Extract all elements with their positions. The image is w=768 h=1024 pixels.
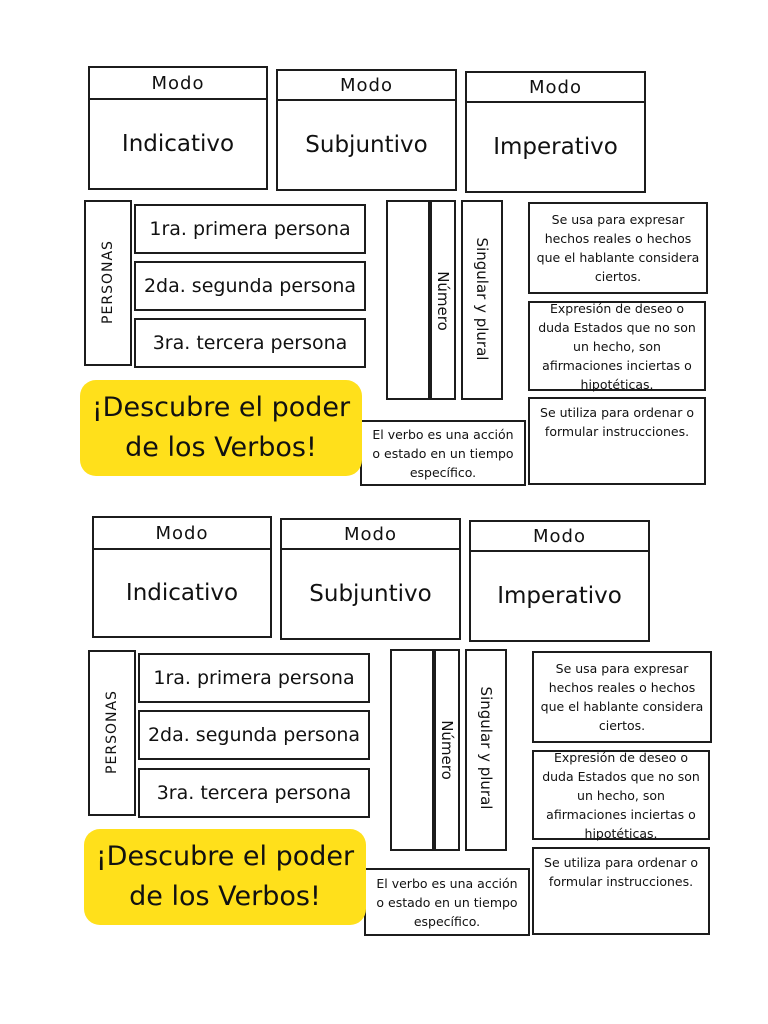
singular-plural-label: Singular y plural [477,686,495,810]
desc-imperativo: Se utiliza para ordenar o formular instr… [528,397,706,485]
persona-segunda: 2da. segunda persona [134,261,366,311]
numero-box: Número [434,649,460,851]
persona-primera: 1ra. primera persona [134,204,366,254]
worksheet-top: Modo Indicativo Modo Subjuntivo Modo Imp… [0,0,768,486]
mode-name-imperativo: Imperativo [469,550,650,642]
mode-header-indicativo: Modo [88,66,268,100]
singular-plural-box: Singular y plural [465,649,507,851]
singular-plural-box: Singular y plural [461,200,503,400]
mode-name-imperativo: Imperativo [465,101,646,193]
promo-banner: ¡Descubre el poder de los Verbos! [84,829,366,925]
mode-name-subjuntivo: Subjuntivo [280,548,461,640]
blank-column-box [386,200,430,400]
singular-plural-label: Singular y plural [473,237,491,361]
personas-label-box: PERSONAS [88,650,136,816]
mode-header-imperativo: Modo [465,71,646,103]
personas-label: PERSONAS [100,240,116,324]
persona-segunda: 2da. segunda persona [138,710,370,760]
mode-name-subjuntivo: Subjuntivo [276,99,457,191]
blank-column-box [390,649,434,851]
desc-indicativo: Se usa para expresar hechos reales o hec… [528,202,708,294]
persona-primera: 1ra. primera persona [138,653,370,703]
mode-header-indicativo: Modo [92,516,272,550]
mode-header-subjuntivo: Modo [276,69,457,101]
mode-name-indicativo: Indicativo [92,548,272,638]
personas-label-box: PERSONAS [84,200,132,366]
verb-definition: El verbo es una acción o estado en un ti… [364,868,530,936]
persona-tercera: 3ra. tercera persona [138,768,370,818]
numero-label: Número [438,720,456,780]
desc-imperativo: Se utiliza para ordenar o formular instr… [532,847,710,935]
mode-header-subjuntivo: Modo [280,518,461,550]
mode-name-indicativo: Indicativo [88,98,268,190]
persona-tercera: 3ra. tercera persona [134,318,366,368]
mode-header-imperativo: Modo [469,520,650,552]
desc-subjuntivo: Expresión de deseo o duda Estados que no… [532,750,710,841]
numero-label: Número [434,271,452,331]
promo-banner: ¡Descubre el poder de los Verbos! [80,380,362,476]
desc-indicativo: Se usa para expresar hechos reales o hec… [532,651,712,743]
verb-definition: El verbo es una acción o estado en un ti… [360,420,526,486]
numero-box: Número [430,200,456,400]
worksheet-bottom: Modo Indicativo Modo Subjuntivo Modo Imp… [0,450,768,936]
personas-label: PERSONAS [104,690,120,774]
desc-subjuntivo: Expresión de deseo o duda Estados que no… [528,301,706,392]
